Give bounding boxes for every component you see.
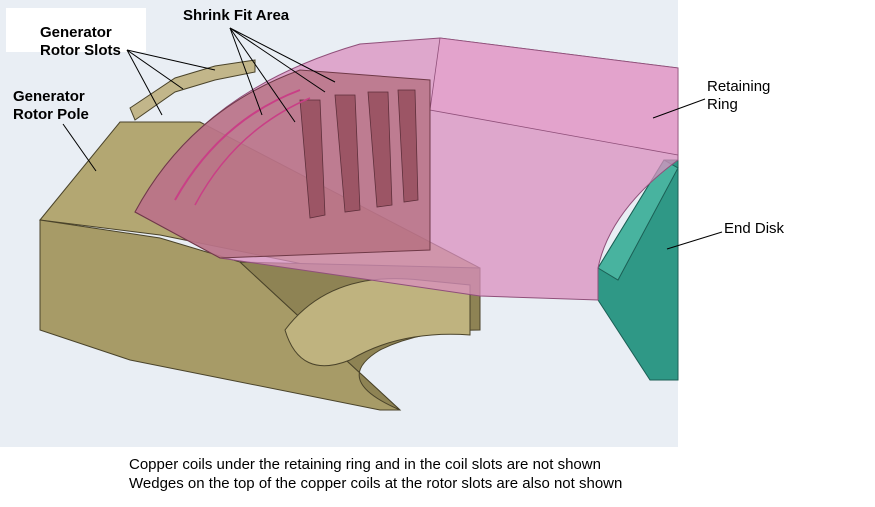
leader-shrink-3 (229, 27, 326, 93)
leader-shrink-1 (229, 27, 296, 123)
label-line: Retaining (707, 78, 771, 95)
leader-lines (62, 27, 723, 250)
figure-caption: Copper coils under the retaining ring an… (129, 455, 622, 493)
caption-line: Copper coils under the retaining ring an… (129, 456, 601, 473)
label-shrink-fit-area: Shrink Fit Area (183, 7, 290, 24)
leader-ring (652, 98, 706, 119)
label-generator-rotor-slots: Generator Rotor Slots (40, 24, 121, 60)
end-disk (597, 159, 679, 381)
leader-shrink-4 (229, 27, 336, 83)
leader-slots-3 (126, 49, 163, 116)
label-end-disk: End Disk (724, 220, 785, 237)
label-retaining-ring: Retaining Ring (707, 78, 770, 114)
leader-disk (666, 231, 723, 250)
leader-slots-1 (126, 49, 216, 71)
label-line: Rotor Pole (13, 106, 89, 123)
label-line: Ring (707, 96, 738, 113)
label-generator-rotor-pole: Generator Rotor Pole (13, 88, 89, 124)
leader-slots-2 (126, 49, 184, 90)
caption-line: Wedges on the top of the copper coils at… (129, 475, 623, 492)
leader-shrink-2 (229, 27, 263, 116)
label-line: Rotor Slots (40, 42, 121, 59)
retaining-ring (134, 37, 679, 301)
logo-patch (6, 8, 146, 52)
label-line: Generator (13, 88, 85, 105)
leader-pole (62, 123, 97, 172)
label-line: Generator (40, 24, 112, 41)
